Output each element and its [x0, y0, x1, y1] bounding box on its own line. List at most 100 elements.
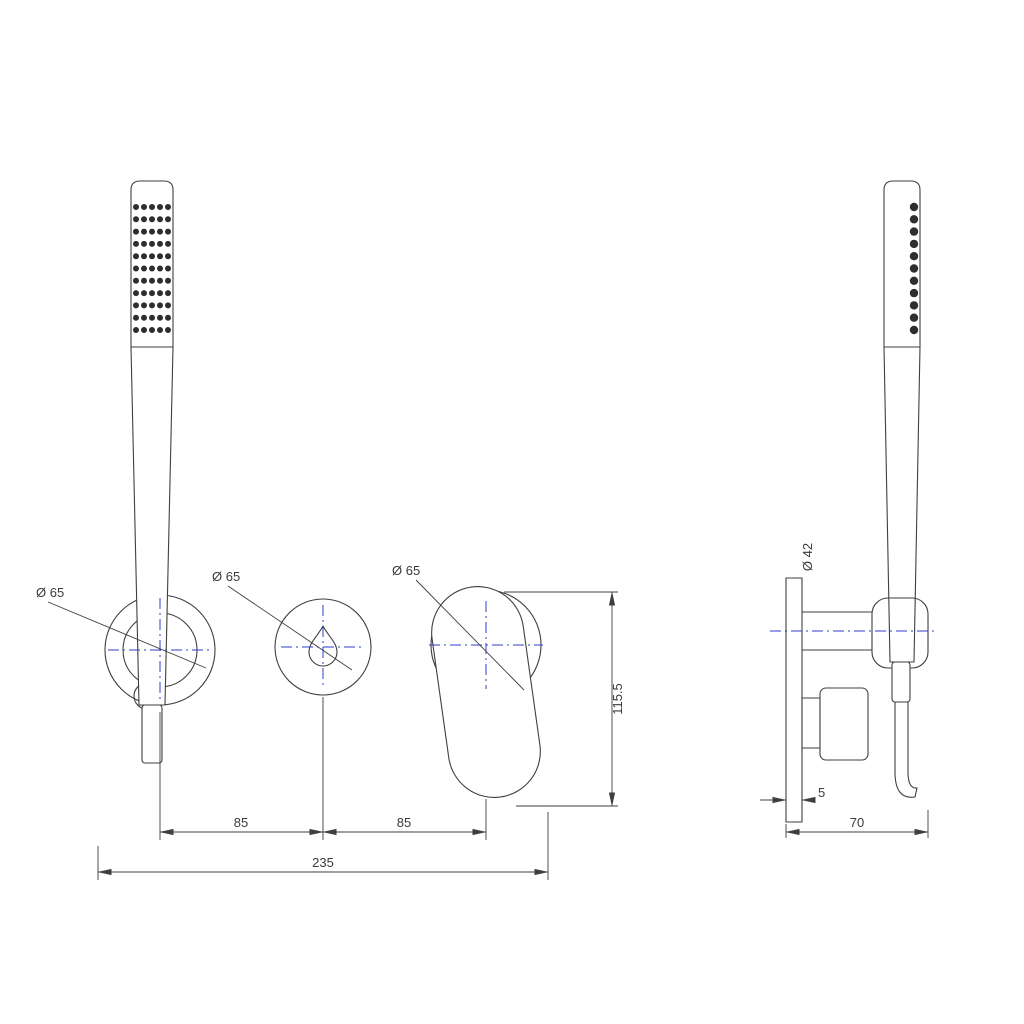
spray-nozzle-dot [157, 314, 163, 321]
spray-nozzle-dot [149, 253, 155, 260]
valve-body-side [819, 687, 869, 761]
spray-nozzle-dot [909, 301, 919, 310]
spray-nozzle-dot [133, 240, 139, 247]
front-view: Ø 65 Ø 65 Ø 65 85 85 235 115.5 [36, 180, 625, 880]
diverter-diameter-label: Ø 65 [212, 569, 240, 584]
spray-dots-side [909, 202, 919, 335]
spray-nozzle-dot [141, 240, 147, 247]
spray-nozzle-dot [149, 314, 155, 321]
spray-nozzle-dot [165, 240, 171, 247]
mixer-diameter-label: Ø 65 [392, 563, 420, 578]
spray-nozzle-dot [165, 314, 171, 321]
spray-nozzle-dot [149, 228, 155, 235]
spray-nozzle-dot [149, 216, 155, 223]
spray-nozzle-dot [157, 253, 163, 260]
spray-nozzle-dot [157, 204, 163, 210]
hand-shower-wand [130, 180, 174, 706]
spray-nozzle-dot [149, 327, 155, 333]
spray-nozzle-dot [133, 290, 139, 297]
dim-depth-label: 70 [850, 815, 864, 830]
hose-end-cap [914, 787, 918, 798]
spray-nozzle-dot [909, 227, 919, 236]
leader-mixer [415, 579, 525, 691]
spray-nozzle-dot [157, 290, 163, 297]
spray-nozzle-dot [157, 240, 163, 247]
dimension-lines-side [760, 796, 929, 838]
spray-nozzle-dot [909, 264, 919, 273]
spray-nozzle-dot [909, 215, 919, 224]
leader-diverter [227, 585, 353, 671]
dim-plate-thickness-label: 5 [818, 785, 825, 800]
spray-nozzle-dot [157, 216, 163, 223]
spray-nozzle-dot [149, 204, 155, 210]
diverter-trim-circle [274, 598, 372, 696]
holder-diameter-label: Ø 65 [36, 585, 64, 600]
spray-nozzle-dot [133, 204, 139, 210]
dimension-lines-front [97, 591, 618, 880]
spray-nozzle-dot [157, 277, 163, 284]
spray-nozzle-dot [157, 228, 163, 235]
leader-holder [47, 601, 207, 669]
spray-nozzle-dot [133, 228, 139, 235]
spray-nozzle-dot [141, 302, 147, 309]
plate-diameter-label: Ø 42 [800, 543, 815, 571]
spray-nozzle-dot [133, 314, 139, 321]
leader-lines-front [47, 579, 525, 691]
spray-nozzle-dot [165, 216, 171, 223]
dim-total-width-label: 235 [312, 855, 334, 870]
dim-spacing-right-label: 85 [397, 815, 411, 830]
hose-nipple-side [891, 661, 911, 703]
spray-nozzle-dot [909, 252, 919, 261]
spray-nozzle-dot [141, 327, 147, 333]
spray-nozzle-dot [165, 290, 171, 297]
wall-plate-side [785, 577, 803, 823]
spray-nozzle-dot [141, 253, 147, 260]
spray-nozzle-dot [133, 253, 139, 260]
spray-nozzle-dot [141, 277, 147, 284]
spray-nozzle-dot [165, 265, 171, 272]
spray-nozzle-dot [909, 276, 919, 285]
spray-nozzle-dot [909, 202, 919, 212]
spray-nozzle-dot [165, 253, 171, 260]
diverter-knob [308, 625, 338, 667]
spray-nozzle-dot [157, 265, 163, 272]
spray-nozzle-dot [909, 313, 919, 322]
spray-nozzle-dot [165, 228, 171, 235]
spray-nozzle-dot [165, 327, 171, 333]
dim-spacing-left-label: 85 [234, 815, 248, 830]
spray-nozzle-dot [909, 239, 919, 249]
spray-nozzle-dot [141, 265, 147, 272]
spray-nozzle-dot [157, 302, 163, 309]
spray-nozzle-dot [149, 290, 155, 297]
spray-nozzle-dot [133, 302, 139, 309]
spray-nozzle-dot [909, 325, 919, 335]
hose-outer-edge [894, 701, 916, 798]
shower-hose-side [894, 701, 918, 798]
side-view: Ø 42 5 70 [760, 180, 938, 838]
spray-nozzle-dot [133, 327, 139, 333]
spray-nozzle-dot [149, 265, 155, 272]
spray-nozzle-dot [133, 277, 139, 284]
spray-nozzle-dot [149, 277, 155, 284]
spray-nozzle-dot [149, 240, 155, 247]
holder-bracket-side [801, 611, 873, 651]
spray-nozzle-dot [141, 204, 147, 210]
valve-neck-side [801, 697, 821, 749]
spray-dots-front [133, 204, 171, 333]
hose-inner-edge [907, 701, 918, 789]
dim-height-label: 115.5 [610, 683, 625, 715]
spray-nozzle-dot [133, 216, 139, 223]
spray-nozzle-dot [165, 302, 171, 309]
spray-nozzle-dot [141, 216, 147, 223]
spray-nozzle-dot [141, 228, 147, 235]
hand-shower-side [883, 180, 921, 663]
mixer-lever [431, 586, 541, 798]
spray-nozzle-dot [149, 302, 155, 309]
spray-nozzle-dot [165, 277, 171, 284]
spray-nozzle-dot [141, 290, 147, 297]
centerlines-front [108, 598, 543, 702]
spray-nozzle-dot [909, 288, 919, 298]
spray-nozzle-dot [133, 265, 139, 272]
